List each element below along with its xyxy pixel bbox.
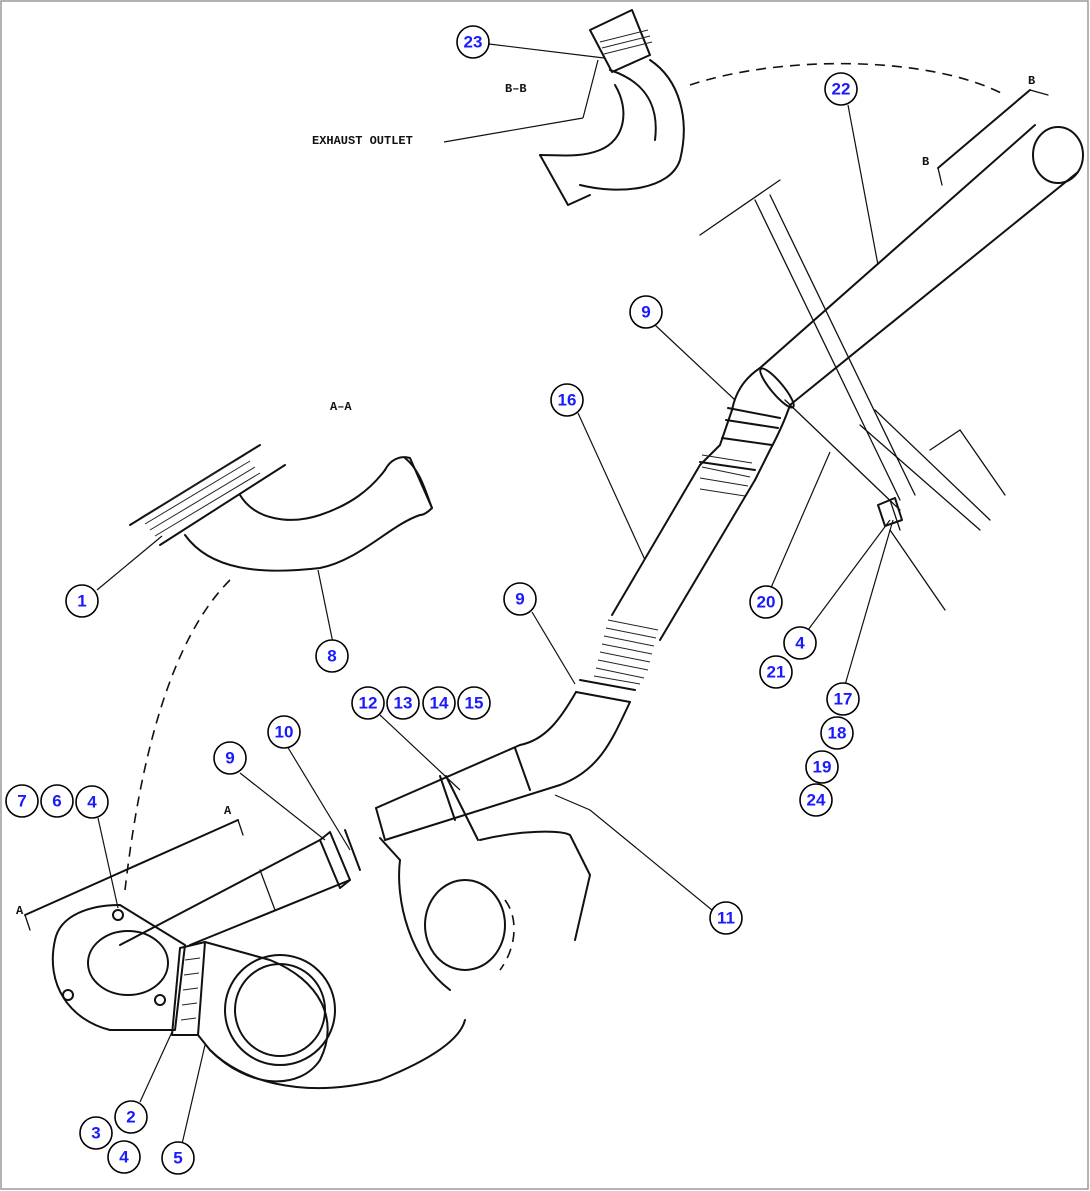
section-bb-link xyxy=(689,62,1006,96)
callout-9-upper: 9 xyxy=(629,295,663,329)
callout-14: 14 xyxy=(422,686,456,720)
callout-8: 8 xyxy=(315,639,349,673)
section-aa-label: A–A xyxy=(330,400,352,414)
callout-3: 3 xyxy=(79,1116,113,1150)
svg-text:16: 16 xyxy=(558,391,577,410)
lower-exhaust-pipe xyxy=(375,744,561,841)
callout-17: 17 xyxy=(826,682,860,716)
svg-text:15: 15 xyxy=(465,694,484,713)
svg-text:2: 2 xyxy=(126,1108,135,1127)
callout-4-right: 4 xyxy=(783,626,817,660)
svg-text:9: 9 xyxy=(515,590,524,609)
svg-text:14: 14 xyxy=(430,694,449,713)
svg-text:9: 9 xyxy=(225,749,234,768)
callout-13: 13 xyxy=(386,686,420,720)
flex-pipe-section xyxy=(519,367,791,786)
callout-1: 1 xyxy=(65,584,99,618)
callout-21: 21 xyxy=(759,655,793,689)
section-b-cut-marker: B B xyxy=(922,74,1049,186)
svg-text:18: 18 xyxy=(828,724,847,743)
svg-text:4: 4 xyxy=(119,1148,129,1167)
section-bb-view: B–B EXHAUST OUTLET xyxy=(312,9,685,206)
callout-19: 19 xyxy=(805,750,839,784)
svg-text:8: 8 xyxy=(327,647,336,666)
section-aa-view: A–A xyxy=(129,400,433,572)
svg-text:6: 6 xyxy=(52,792,61,811)
svg-text:4: 4 xyxy=(795,634,805,653)
svg-text:13: 13 xyxy=(394,694,413,713)
svg-text:20: 20 xyxy=(757,593,776,612)
callout-16: 16 xyxy=(550,383,584,417)
svg-text:17: 17 xyxy=(834,690,853,709)
section-a-marker-left: A xyxy=(16,904,24,918)
svg-text:21: 21 xyxy=(767,663,786,682)
section-a-cut-marker: A A xyxy=(16,804,244,931)
callout-4-left: 4 xyxy=(75,785,109,819)
callout-6: 6 xyxy=(40,784,74,818)
section-aa-link xyxy=(124,579,231,891)
svg-text:12: 12 xyxy=(359,694,378,713)
section-b-marker-left: B xyxy=(922,155,929,169)
svg-text:3: 3 xyxy=(91,1124,100,1143)
callout-23: 23 xyxy=(456,25,490,59)
callout-11: 11 xyxy=(709,901,743,935)
section-bb-label: B–B xyxy=(505,82,527,96)
callout-18: 18 xyxy=(820,716,854,750)
svg-text:10: 10 xyxy=(275,723,294,742)
svg-text:5: 5 xyxy=(173,1149,182,1168)
support-bracket xyxy=(699,179,1006,611)
svg-text:4: 4 xyxy=(87,793,97,812)
turbo-housing xyxy=(379,830,591,991)
section-a-marker-right: A xyxy=(224,804,232,818)
callout-9-lower: 9 xyxy=(213,741,247,775)
callout-24: 24 xyxy=(799,783,833,817)
callout-20: 20 xyxy=(749,585,783,619)
svg-text:24: 24 xyxy=(807,791,826,810)
callout-leaders xyxy=(96,43,894,1145)
callout-9-mid: 9 xyxy=(503,582,537,616)
svg-text:1: 1 xyxy=(77,592,86,611)
callout-2: 2 xyxy=(114,1100,148,1134)
svg-text:11: 11 xyxy=(717,909,735,928)
callout-5: 5 xyxy=(161,1141,195,1175)
callout-10: 10 xyxy=(267,715,301,749)
svg-text:23: 23 xyxy=(464,33,483,52)
callout-7: 7 xyxy=(5,784,39,818)
callout-15: 15 xyxy=(457,686,491,720)
callout-12: 12 xyxy=(351,686,385,720)
callout-bubbles: 23 22 9 16 1 8 9 20 4 21 17 18 19 24 12 … xyxy=(5,25,860,1175)
callout-22: 22 xyxy=(824,72,858,106)
svg-text:22: 22 xyxy=(832,80,851,99)
section-b-marker-right: B xyxy=(1028,74,1035,88)
svg-text:9: 9 xyxy=(641,303,650,322)
callout-4-bottom: 4 xyxy=(107,1140,141,1174)
svg-text:7: 7 xyxy=(17,792,26,811)
svg-text:19: 19 xyxy=(813,758,832,777)
exhaust-outlet-label: EXHAUST OUTLET xyxy=(312,134,413,148)
inlet-pipe-and-flange xyxy=(51,829,466,1090)
